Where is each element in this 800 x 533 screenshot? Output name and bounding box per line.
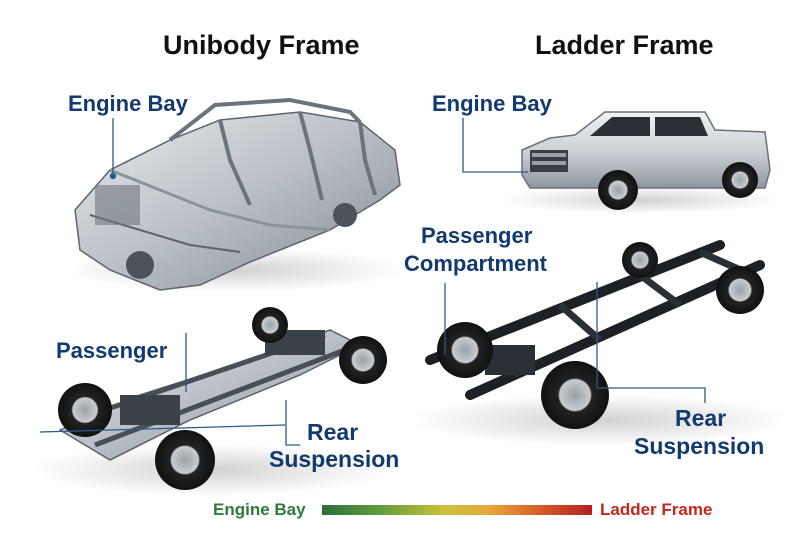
legend-left-label: Engine Bay [213,500,306,519]
ladder-compartment-label-line2: Compartment [404,251,548,276]
unibody-frame-title: Unibody Frame [163,30,360,60]
ladder-rear-label-line1: Rear [675,405,727,431]
legend-gradient-bar [322,505,592,515]
ladder-chassis-image [410,240,790,446]
unibody-suspension-label-line2: Suspension [269,446,400,472]
pickup-truck-image [500,111,780,214]
leader-line-ladder-rear [596,282,706,403]
unibody-passenger-label: Passenger [56,338,168,363]
unibody-shell-image [65,97,405,292]
unibody-engine-bay-label: Engine Bay [68,91,188,116]
unibody-rear-label-line1: Rear [307,419,359,445]
ladder-passenger-label-line1: Passenger [421,223,533,248]
leader-line-ladder-engine [462,118,528,173]
ladder-frame-title: Ladder Frame [535,30,714,60]
unibody-chassis-image [30,307,390,496]
leader-line-unibody-rear [39,424,286,433]
leader-lines [39,118,706,446]
legend-right-label: Ladder Frame [600,500,713,519]
leader-dot-unibody-engine [109,172,117,180]
leader-line-unibody-rear-elbow [285,400,300,446]
ladder-suspension-label-line2: Suspension [634,433,765,459]
ladder-engine-bay-label: Engine Bay [432,91,552,116]
